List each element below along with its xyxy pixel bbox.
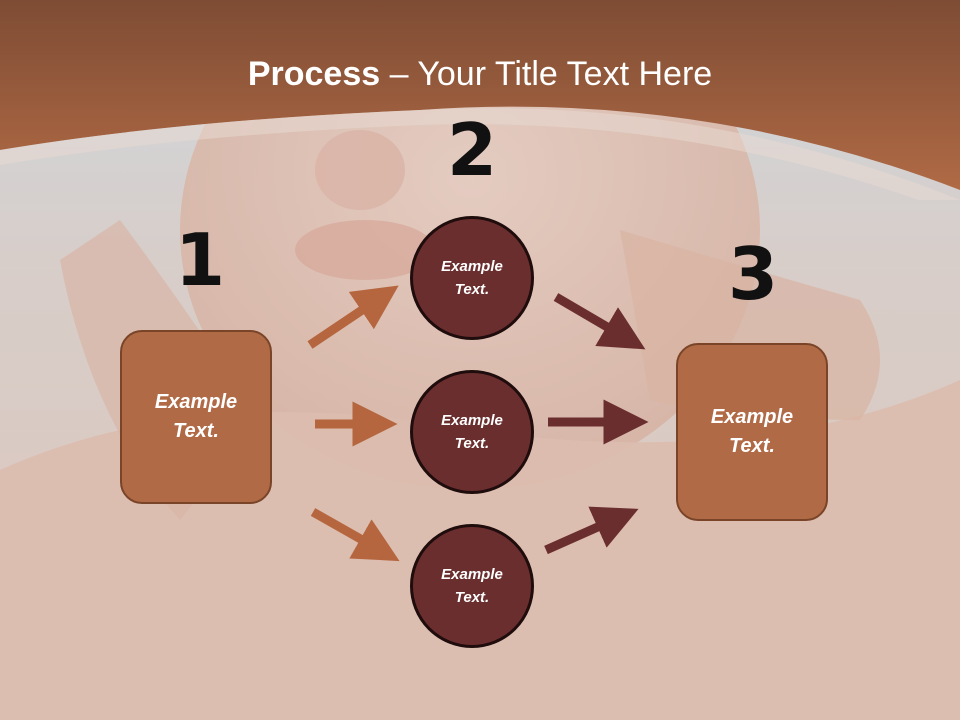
circle-2-line1: Example bbox=[441, 412, 503, 429]
title-rest: – Your Title Text Here bbox=[380, 55, 713, 93]
header-banner bbox=[0, 0, 960, 200]
output-box-line1: Example bbox=[710, 406, 794, 428]
slide-title: Process – Your Title Text Here bbox=[0, 52, 960, 96]
circle-3-line1: Example bbox=[441, 566, 503, 583]
step-number-2: 2 bbox=[446, 108, 498, 192]
output-box-line2: Text. bbox=[729, 435, 775, 457]
arrow-to-circle-1 bbox=[307, 285, 399, 349]
input-box-line1: Example bbox=[154, 391, 238, 413]
arrow-from-circle-1 bbox=[553, 293, 646, 350]
input-box-line2: Text. bbox=[173, 420, 219, 442]
arrow-to-circle-3 bbox=[310, 508, 400, 562]
circle-2-line2: Text. bbox=[454, 435, 490, 452]
circle-1-line2: Text. bbox=[454, 281, 490, 298]
circle-1-line1: Example bbox=[441, 258, 503, 275]
title-bold: Process bbox=[247, 55, 381, 93]
step-number-1: 1 bbox=[174, 218, 226, 302]
circle-3-line2: Text. bbox=[454, 589, 490, 606]
step-number-3: 3 bbox=[727, 232, 779, 316]
arrow-from-circle-3 bbox=[544, 506, 639, 555]
